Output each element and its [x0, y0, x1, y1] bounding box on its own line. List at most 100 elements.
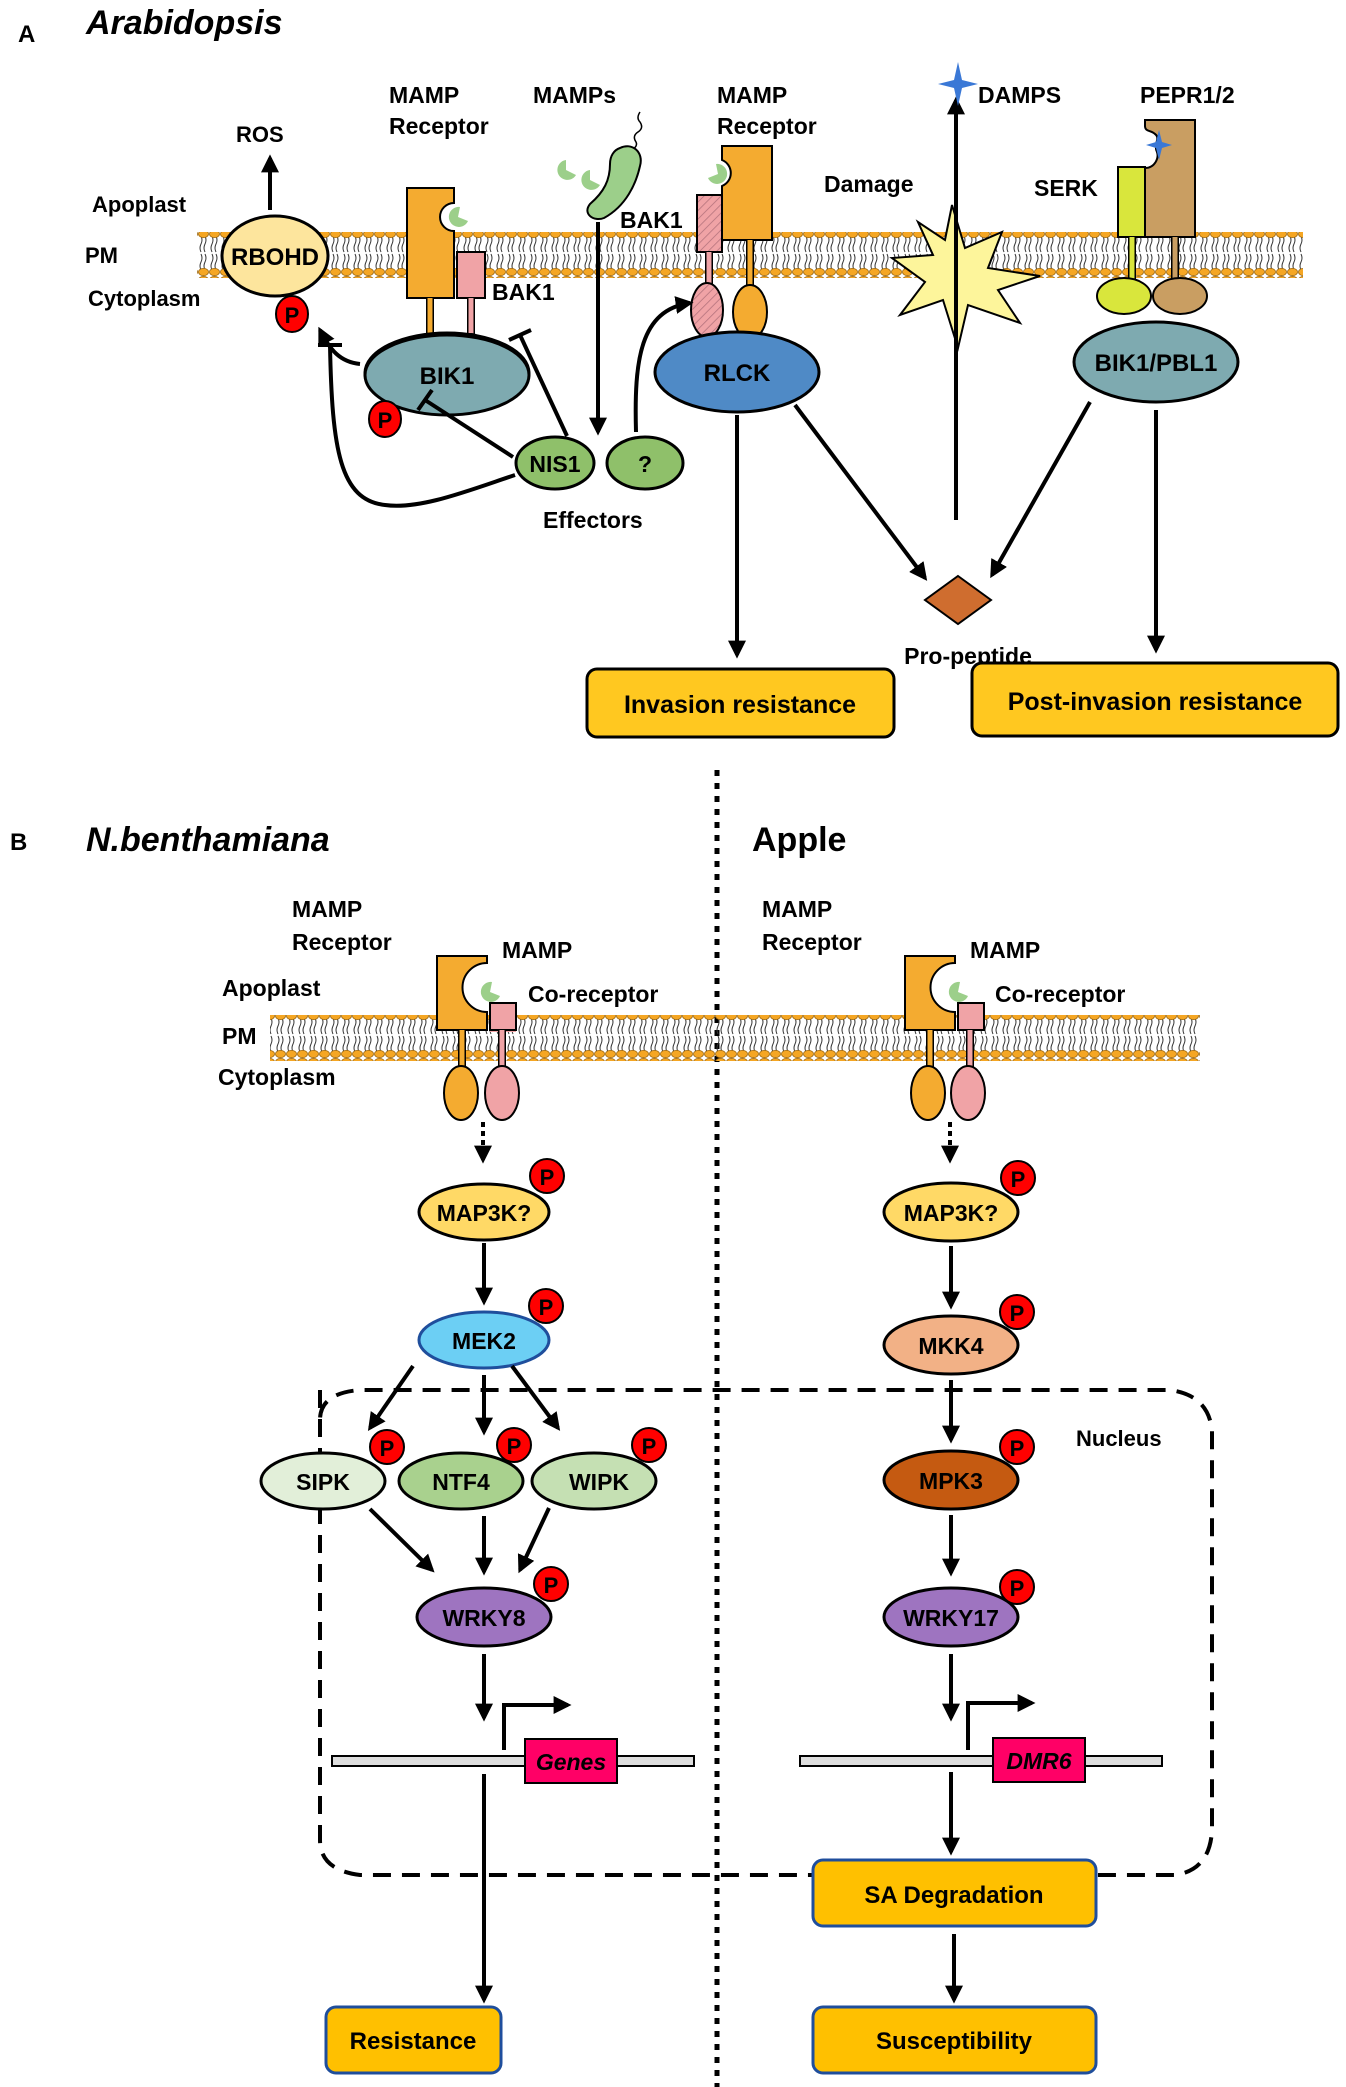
right-mamp-receptor-label-2: Receptor	[762, 929, 862, 955]
rlck-node	[653, 330, 821, 414]
nucleus-label: Nucleus	[1076, 1426, 1162, 1451]
wipk-label: WIPK	[569, 1469, 629, 1495]
panel-b-letter: B	[10, 829, 27, 856]
bik1-to-rbohd-arrow	[318, 326, 361, 366]
mek2-to-sipk-arrow	[367, 1364, 415, 1431]
pepr-receptor	[1144, 119, 1208, 315]
mkk4-node	[882, 1314, 1020, 1376]
left-mamp-receptor-label: MAMP	[292, 896, 362, 922]
right-co-receptor-label: Co-receptor	[995, 981, 1125, 1007]
ntf4-node	[397, 1451, 525, 1511]
wrky17-label: WRKY17	[903, 1605, 999, 1631]
mamp-receptor-1-label-2: Receptor	[389, 113, 489, 139]
svg-text:Invasion resistance: Invasion resistance	[624, 691, 856, 719]
nucleus-boundary	[318, 1388, 1214, 1877]
bak1-coreceptor-2	[690, 194, 724, 338]
cytoplasm-label: Cytoplasm	[88, 286, 200, 311]
sa-degradation-box: SA Degradation	[811, 1858, 1098, 1928]
svg-text:Post-invasion resistance: Post-invasion resistance	[1008, 688, 1303, 716]
wipk-node	[530, 1451, 658, 1511]
ros-label: ROS	[236, 122, 284, 147]
left-gene-label: Genes	[536, 1749, 606, 1775]
phospho-badge: P	[999, 1429, 1035, 1465]
bik1-pbl1-label: BIK1/PBL1	[1095, 350, 1218, 377]
phospho-badge: P	[999, 1569, 1035, 1605]
sipk-node	[259, 1451, 387, 1511]
svg-text:P: P	[380, 1436, 395, 1461]
rlck-to-propeptide-arrow	[793, 403, 928, 581]
svg-text:P: P	[544, 1573, 559, 1598]
phospho-badge: P	[369, 1429, 405, 1465]
right-gene-locus: DMR6	[799, 1694, 1163, 1783]
invasion-resistance-box: Invasion resistance	[585, 667, 896, 739]
left-mamp-label: MAMP	[502, 937, 572, 963]
effector-to-bak1-arrow	[633, 296, 694, 433]
mamp-receptor-2-label: MAMP	[717, 82, 787, 108]
phospho-badge: P	[631, 1427, 667, 1463]
pro-peptide-diamond-icon	[923, 574, 993, 626]
svg-text:P: P	[540, 1165, 555, 1190]
phospho-badge: P	[496, 1427, 532, 1463]
unknown-effector-label: ?	[638, 451, 652, 477]
wipk-to-wrky8-arrow	[517, 1507, 551, 1574]
right-co-receptor	[950, 1002, 986, 1121]
bik1-pbl1-node	[1072, 320, 1240, 404]
left-gene-locus: Genes	[331, 1696, 695, 1784]
mek2-label: MEK2	[452, 1328, 516, 1354]
svg-text:Susceptibility: Susceptibility	[876, 2028, 1033, 2055]
panel-b-right-title: Apple	[752, 821, 846, 859]
bik1-pbl1-to-propeptide-arrow	[990, 401, 1092, 579]
effectors-label: Effectors	[543, 507, 643, 533]
left-map3k-node	[417, 1182, 551, 1242]
ntf4-label: NTF4	[432, 1469, 490, 1495]
unknown-effector-node	[605, 435, 685, 491]
serk-label: SERK	[1034, 175, 1098, 201]
bak1-label-right: BAK1	[620, 207, 683, 233]
pm-label: PM	[85, 243, 118, 268]
phospho-badge: P	[1000, 1160, 1036, 1196]
damp-star-icon	[938, 62, 978, 106]
bik1-label: BIK1	[420, 363, 475, 390]
right-map3k-label: MAP3K?	[904, 1200, 999, 1226]
nis1-node	[514, 435, 596, 491]
nis1-inhibits-bak1	[508, 328, 569, 437]
svg-text:Resistance: Resistance	[350, 2028, 477, 2055]
svg-text:P: P	[285, 303, 300, 328]
left-pm-label: PM	[222, 1023, 257, 1049]
svg-text:P: P	[539, 1295, 554, 1320]
phospho-badge: P	[368, 400, 402, 438]
rbohd-label: RBOHD	[231, 244, 319, 271]
mek2-to-wipk-arrow	[510, 1364, 561, 1431]
mamp-receptor-2	[708, 145, 773, 340]
panel-a-letter: A	[18, 21, 35, 48]
svg-text:P: P	[507, 1434, 522, 1459]
phospho-badge: P	[275, 295, 309, 333]
susceptibility-box: Susceptibility	[811, 2005, 1098, 2075]
rlck-label: RLCK	[704, 360, 771, 387]
post-invasion-resistance-box: Post-invasion resistance	[970, 661, 1340, 738]
wrky8-label: WRKY8	[442, 1605, 525, 1631]
svg-text:P: P	[1010, 1576, 1025, 1601]
left-map3k-label: MAP3K?	[437, 1200, 532, 1226]
panel-a: A Arabidopsis Apoplast PM Cytoplasm ROS …	[18, 4, 1340, 739]
right-mamp-receptor-label: MAMP	[762, 896, 832, 922]
mek2-node	[417, 1310, 551, 1370]
phospho-badge: P	[529, 1158, 565, 1194]
mamp-receptor-2-label-2: Receptor	[717, 113, 817, 139]
right-map3k-node	[882, 1181, 1020, 1243]
phospho-badge: P	[999, 1294, 1035, 1330]
nis1-inhibits-bik1-phospho	[416, 388, 515, 459]
svg-text:SA Degradation: SA Degradation	[864, 1882, 1043, 1909]
right-mamp-label: MAMP	[970, 937, 1040, 963]
apoplast-label: Apoplast	[92, 192, 187, 217]
serk-receptor	[1096, 166, 1152, 315]
bak1-label-left: BAK1	[492, 279, 555, 305]
resistance-box: Resistance	[324, 2005, 503, 2075]
left-mamp-receptor	[436, 955, 500, 1121]
right-gene-label: DMR6	[1006, 1748, 1071, 1774]
sipk-to-wrky8-arrow	[368, 1507, 435, 1573]
left-mamp-receptor-label-2: Receptor	[292, 929, 392, 955]
left-cytoplasm-label: Cytoplasm	[218, 1064, 336, 1090]
wrky17-node	[882, 1586, 1020, 1648]
